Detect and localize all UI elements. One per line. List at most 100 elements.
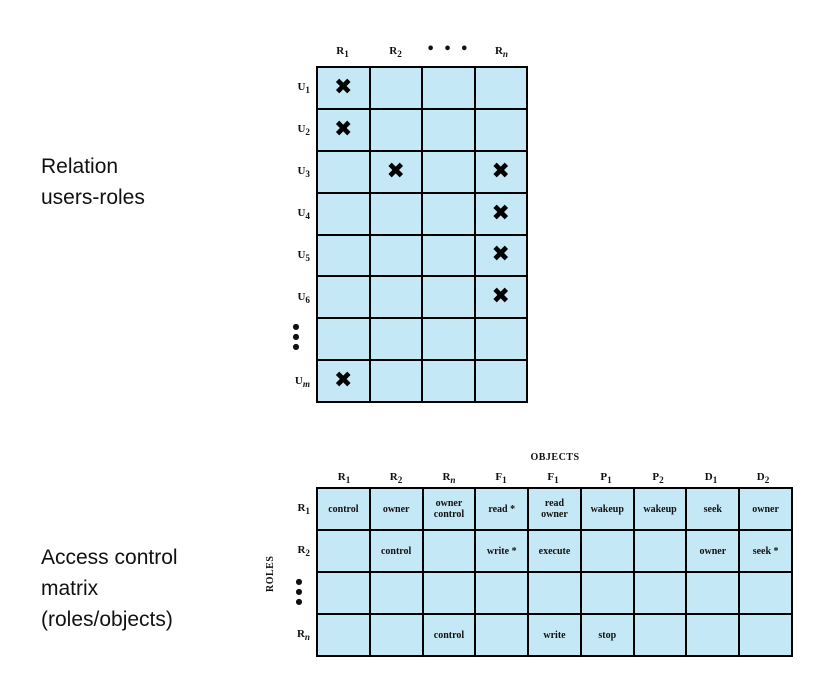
ur-col-header-rn: Rn xyxy=(494,45,509,60)
ur-row-header-u4: U4 xyxy=(297,207,310,222)
acm-label-line1: Access control xyxy=(41,546,178,569)
ur-cell xyxy=(475,361,526,401)
relation-label-line2: users-roles xyxy=(41,186,145,209)
ac-row-header-ellipsis: ●●● xyxy=(295,577,303,606)
roles-axis-label: ROLES xyxy=(265,555,276,592)
ac-row-header-rn: Rn xyxy=(296,628,310,643)
ur-row-header-u6: U6 xyxy=(297,291,310,306)
ur-row-header-um: Um xyxy=(294,375,310,390)
acm-label-line2: matrix xyxy=(41,577,99,600)
ac-col-header-p2: P2 xyxy=(652,471,664,486)
ac-cell xyxy=(529,573,580,613)
ur-cell: ✖ xyxy=(475,151,526,192)
ur-cell xyxy=(475,319,526,360)
ac-cell: control xyxy=(370,531,422,571)
ur-cell xyxy=(475,68,526,108)
assignment-x-icon: ✖ xyxy=(491,200,510,226)
ac-col-header-f1-b: F1 xyxy=(547,471,559,486)
ur-cell xyxy=(423,319,474,360)
ac-cell-permission: wakeup xyxy=(590,503,624,515)
ac-cell-permission: write * xyxy=(486,545,517,557)
ac-cell: owner xyxy=(687,531,739,571)
ac-cell: read * xyxy=(476,489,528,529)
relation-label-line1: Relation xyxy=(41,155,119,178)
assignment-x-icon: ✖ xyxy=(386,158,405,184)
ac-col-header-f1: F1 xyxy=(495,471,507,486)
ur-col-header-r2: R2 xyxy=(389,45,402,60)
ac-col-header-r2: R2 xyxy=(389,471,403,486)
ur-cell xyxy=(318,319,369,360)
ur-cell xyxy=(370,235,421,276)
ur-cell xyxy=(423,361,474,401)
ur-row-header-u3: U3 xyxy=(297,165,310,180)
ac-cell: write xyxy=(529,615,580,655)
assignment-x-icon: ✖ xyxy=(491,284,510,310)
ur-cell: ✖ xyxy=(475,193,526,234)
ac-col-header-p1: P1 xyxy=(600,471,612,486)
ur-cell xyxy=(475,109,526,150)
ac-cell xyxy=(318,531,369,571)
ur-cell xyxy=(370,109,421,150)
ur-cell xyxy=(318,151,369,192)
ac-cell: write * xyxy=(476,531,528,571)
ac-cell xyxy=(634,573,686,613)
ac-col-header-r1: R1 xyxy=(337,471,351,486)
access-control-matrix-label: Access control matrix (roles/objects) xyxy=(41,542,178,635)
ur-cell xyxy=(370,68,421,108)
ac-cell-permission: read * xyxy=(488,503,516,515)
ur-cell xyxy=(423,151,474,192)
ac-cell xyxy=(318,615,369,655)
users-roles-matrix: ✖ ✖ ✖ ✖ ✖ ✖ ✖ ✖ xyxy=(316,66,528,403)
ac-cell-permission: write xyxy=(543,629,566,641)
ac-cell: execute xyxy=(529,531,580,571)
ac-cell: wakeup xyxy=(581,489,633,529)
assignment-x-icon: ✖ xyxy=(334,74,353,100)
ur-cell xyxy=(423,109,474,150)
ur-row-header-u5: U5 xyxy=(297,249,310,264)
ac-cell xyxy=(476,573,528,613)
ur-cell: ✖ xyxy=(318,68,369,108)
ur-cell xyxy=(423,193,474,234)
assignment-x-icon: ✖ xyxy=(491,158,510,184)
ac-cell xyxy=(370,573,422,613)
ac-cell xyxy=(740,573,791,613)
ac-cell: control xyxy=(423,615,475,655)
ac-cell-permission: wakeup xyxy=(643,503,677,515)
ac-col-header-rn: Rn xyxy=(442,471,456,486)
ac-cell-permission: owner xyxy=(699,545,727,557)
ac-cell: read owner xyxy=(529,489,580,529)
ac-cell-permission: control xyxy=(433,629,465,641)
ac-cell xyxy=(740,615,791,655)
ac-col-header-d1: D1 xyxy=(704,471,718,486)
ac-cell: seek * xyxy=(740,531,791,571)
ur-cell: ✖ xyxy=(475,235,526,276)
ac-cell xyxy=(581,531,633,571)
ac-cell-permission: seek * xyxy=(752,545,779,557)
ac-cell xyxy=(687,615,739,655)
ac-cell: owner xyxy=(370,489,422,529)
ac-cell xyxy=(687,573,739,613)
ac-cell: owner xyxy=(740,489,791,529)
ur-cell xyxy=(370,361,421,401)
ac-cell-permission: owner xyxy=(752,503,779,515)
ac-cell-permission: stop xyxy=(598,629,617,641)
ac-cell-permission: read owner xyxy=(541,498,568,520)
ac-row-header-r2: R2 xyxy=(297,544,310,559)
ac-cell-permission: execute xyxy=(538,545,571,557)
ur-row-header-u2: U2 xyxy=(297,123,310,138)
ur-row-header-ellipsis: ●●● xyxy=(292,322,300,351)
ur-cell xyxy=(318,193,369,234)
access-control-matrix: control owner owner control read * read owne… xyxy=(316,487,793,657)
ac-cell-permission: control xyxy=(380,545,412,557)
ac-cell-permission: control xyxy=(328,503,359,515)
ac-cell xyxy=(318,573,369,613)
ur-col-header-r1: R1 xyxy=(336,45,349,60)
ac-cell-permission: seek xyxy=(703,503,722,515)
ur-cell: ✖ xyxy=(318,361,369,401)
ur-cell xyxy=(423,68,474,108)
ur-row-header-u1: U1 xyxy=(297,81,310,96)
ur-cell: ✖ xyxy=(318,109,369,150)
ur-cell xyxy=(318,277,369,318)
ac-cell: seek xyxy=(687,489,739,529)
ur-col-header-ellipsis: • • • xyxy=(426,42,471,57)
